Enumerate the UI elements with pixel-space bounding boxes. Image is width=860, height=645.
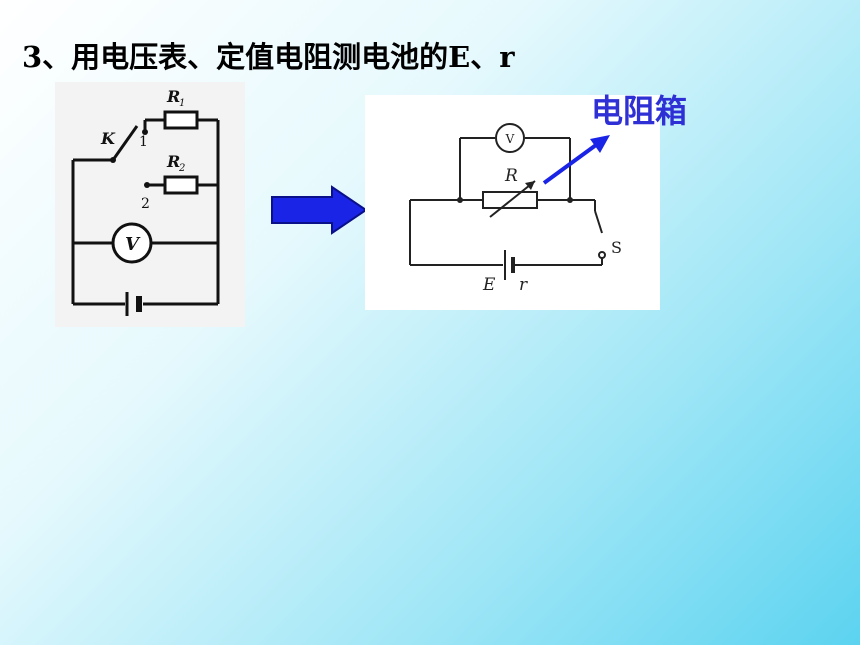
switch-contact: [598, 251, 606, 259]
voltmeter-left-label: V: [125, 234, 141, 255]
pointer-arrow: [542, 135, 610, 185]
pointer-line: [542, 143, 598, 185]
variable-resistor-arrow: [489, 180, 536, 218]
switch-blade: [594, 210, 603, 234]
label-r1: R: [166, 87, 180, 106]
pointer-head: [590, 135, 610, 153]
label-emf-e: E: [482, 275, 496, 295]
right-circuit-diagram: V R S E r: [365, 95, 660, 310]
voltmeter-right-label: V: [505, 132, 515, 146]
resistor-r1: [163, 110, 199, 130]
label-r1-sub: 1: [179, 98, 185, 109]
switch-blade: [111, 125, 139, 161]
label-switch-k: K: [100, 129, 116, 148]
label-position-2: 2: [141, 196, 150, 212]
resistor-r2: [163, 175, 199, 195]
transition-arrow: [271, 185, 368, 235]
arrow-shape: [271, 185, 368, 235]
voltmeter-left: [111, 222, 153, 264]
contact-1: [142, 129, 148, 135]
label-r2: R: [166, 152, 180, 171]
node-left: [457, 197, 463, 203]
label-rheostat-r: R: [504, 166, 518, 186]
voltmeter-right: [495, 123, 525, 153]
node-right: [567, 197, 573, 203]
switch-pivot: [110, 157, 116, 163]
left-circuit-diagram: V R 1 R 2 K 1 2: [55, 82, 245, 327]
label-internal-r: r: [519, 275, 528, 295]
label-r2-sub: 2: [178, 163, 185, 174]
slide-title: 3、用电压表、定值电阻测电池的E、r: [22, 40, 515, 74]
label-switch-s: S: [611, 238, 622, 257]
label-position-1: 1: [139, 134, 148, 150]
contact-2: [144, 182, 150, 188]
resistance-box-label: 电阻箱: [591, 92, 688, 130]
variable-resistor-arrowhead: [525, 181, 535, 190]
left-circuit-background: [55, 82, 245, 327]
